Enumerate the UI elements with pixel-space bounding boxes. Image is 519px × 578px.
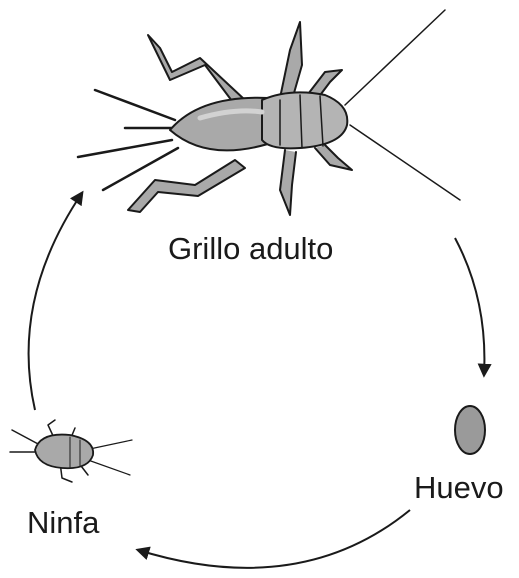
egg-stage-label: Huevo xyxy=(414,472,504,503)
adult-stage-label: Grillo adulto xyxy=(168,233,333,264)
arrow-adult-to-egg xyxy=(455,238,484,375)
nymph-illustration xyxy=(10,420,132,482)
nymph-stage-label: Ninfa xyxy=(27,507,99,538)
egg-illustration xyxy=(455,406,485,454)
adult-cricket-illustration xyxy=(78,10,460,215)
arrow-nymph-to-adult xyxy=(29,193,82,410)
arrow-egg-to-nymph xyxy=(138,510,410,568)
